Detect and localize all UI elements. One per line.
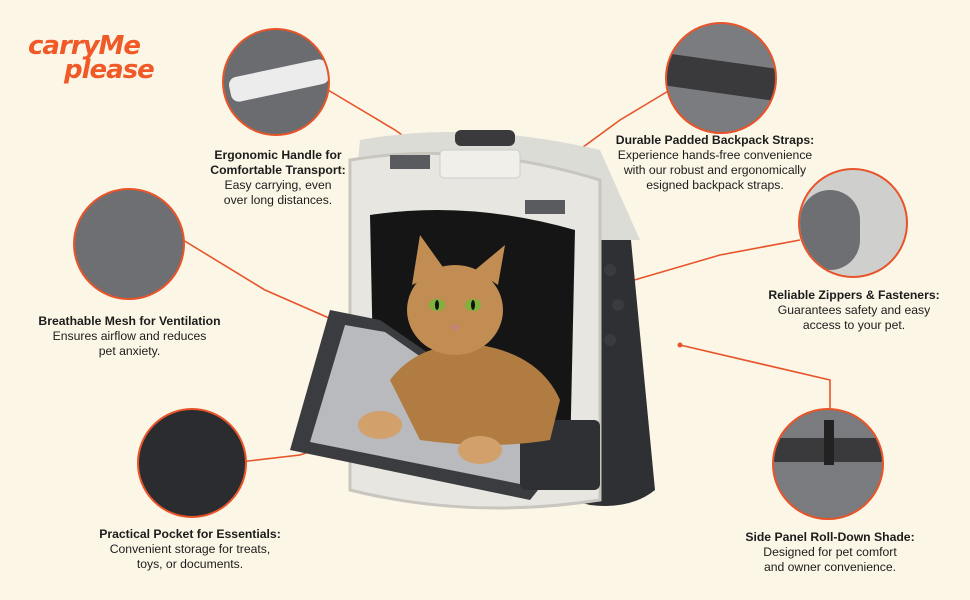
straps-desc-3: esigned backpack straps. xyxy=(646,178,784,192)
zippers-detail-image xyxy=(798,168,908,278)
pocket-desc-2: toys, or documents. xyxy=(136,557,244,571)
shade-desc-1: Designed for pet comfort xyxy=(763,545,897,559)
handle-detail-image xyxy=(222,28,330,136)
brand-logo-line1: carryMe xyxy=(28,31,141,61)
straps-title: Durable Padded Backpack Straps: xyxy=(615,133,815,147)
brand-logo: carryMe please xyxy=(28,31,155,85)
shade-callout: Side Panel Roll-Down Shade: Designed for… xyxy=(725,530,935,575)
mesh-callout: Breathable Mesh for Ventilation Ensures … xyxy=(22,314,237,359)
straps-desc-1: Experience hands-free convenience xyxy=(617,148,813,162)
handle-desc-2: over long distances. xyxy=(223,193,333,207)
handle-callout: Ergonomic Handle for Comfortable Transpo… xyxy=(198,148,358,208)
pocket-desc-1: Convenient storage for treats, xyxy=(109,542,271,556)
mesh-desc-1: Ensures airflow and reduces xyxy=(52,329,207,343)
shade-connector-dot xyxy=(677,342,683,348)
pocket-title: Practical Pocket for Essentials: xyxy=(99,527,281,541)
mesh-title: Breathable Mesh for Ventilation xyxy=(38,314,221,328)
mesh-desc-2: pet anxiety. xyxy=(98,344,161,358)
pet-carrier-illustration xyxy=(290,130,655,510)
zippers-desc-1: Guarantees safety and easy xyxy=(777,303,931,317)
handle-title-1: Ergonomic Handle for xyxy=(214,148,342,162)
strap-left xyxy=(390,155,430,169)
mesh-connector xyxy=(182,239,346,326)
handle-desc-1: Easy carrying, even xyxy=(224,178,332,192)
zippers-callout: Reliable Zippers & Fasteners: Guarantees… xyxy=(750,288,958,333)
shade-connector xyxy=(679,344,831,410)
shade-desc-2: and owner convenience. xyxy=(763,560,897,574)
straps-callout: Durable Padded Backpack Straps: Experien… xyxy=(600,133,830,193)
brand-logo-line2: please xyxy=(64,55,155,85)
zippers-desc-2: access to your pet. xyxy=(802,318,906,332)
straps-desc-2: with our robust and ergonomically xyxy=(623,163,807,177)
mesh-detail-image xyxy=(73,188,185,300)
shade-title: Side Panel Roll-Down Shade: xyxy=(745,530,915,544)
zippers-title: Reliable Zippers & Fasteners: xyxy=(768,288,940,302)
cat xyxy=(358,235,560,464)
handle-title-2: Comfortable Transport: xyxy=(210,163,346,177)
strap-right xyxy=(525,200,565,214)
pocket-callout: Practical Pocket for Essentials: Conveni… xyxy=(85,527,295,572)
pocket-detail-image xyxy=(137,408,247,518)
shade-detail-image xyxy=(772,408,884,520)
handle-pad xyxy=(439,149,521,179)
carrier-handle xyxy=(455,130,515,146)
straps-detail-image xyxy=(665,22,777,134)
